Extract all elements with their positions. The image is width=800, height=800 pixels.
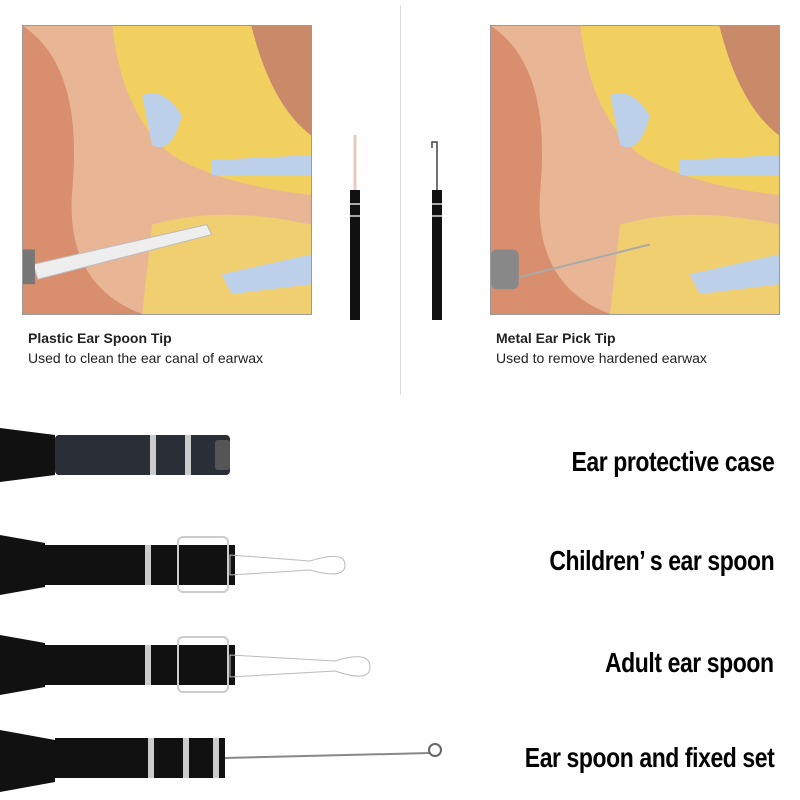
plastic-tip-title: Plastic Ear Spoon Tip xyxy=(28,330,172,346)
label-adult-ear-spoon: Adult ear spoon xyxy=(605,647,774,678)
adult-spoon-tool-image xyxy=(0,635,371,695)
ear-illustration-metal-pick xyxy=(490,25,780,315)
metal-tip-title: Metal Ear Pick Tip xyxy=(496,330,616,346)
endoscope-with-spoon-icon xyxy=(350,135,360,320)
label-ear-protective-case: Ear protective case xyxy=(571,446,774,477)
protective-case-tool-image xyxy=(0,428,230,482)
endoscope-with-pick-icon xyxy=(431,141,442,320)
metal-tip-description: Used to remove hardened earwax xyxy=(496,350,707,366)
divider xyxy=(400,5,401,395)
fixed-set-tool-image xyxy=(0,730,442,792)
children-spoon-tool-image xyxy=(0,535,346,595)
label-ear-spoon-fixed-set: Ear spoon and fixed set xyxy=(524,742,774,773)
label-childrens-ear-spoon: Children’ s ear spoon xyxy=(549,545,774,576)
ear-illustration-plastic-spoon xyxy=(22,25,312,315)
plastic-tip-description: Used to clean the ear canal of earwax xyxy=(28,350,264,366)
